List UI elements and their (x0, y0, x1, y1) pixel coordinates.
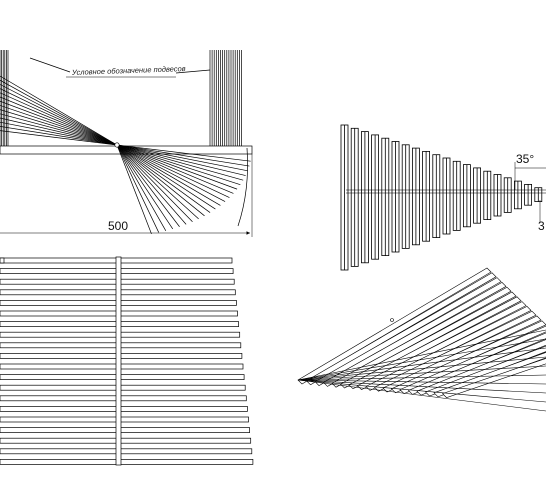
iso-fan-line (297, 356, 546, 381)
plan-bar (0, 448, 253, 455)
pivot-point (114, 142, 120, 148)
fan-blade-line (0, 92, 118, 146)
fan-right (116, 144, 251, 234)
plan-bars (0, 257, 254, 465)
plan-bar (0, 437, 252, 444)
fan-blade-line (116, 144, 193, 222)
iso-slat (356, 301, 527, 390)
fan-blade-line (0, 109, 118, 146)
fan-blade-line (116, 144, 187, 225)
plan-bar (0, 384, 246, 391)
fan-blade-line (0, 117, 118, 146)
iso-slat (331, 286, 512, 388)
fan-blade-line (0, 88, 118, 146)
fan-blade-line (116, 144, 238, 190)
leader-line-left (29, 57, 71, 73)
hanger-note-label: Условное обозначение подвесов (71, 64, 186, 77)
iso-fan-line (297, 379, 546, 394)
iso-slat (306, 272, 497, 386)
fan-blade-line (116, 144, 230, 198)
iso-fan-line (297, 374, 546, 381)
fan-blade-line (116, 144, 241, 186)
fan-blade-line (116, 144, 246, 176)
iso-pivot (390, 318, 394, 322)
plan-bar (0, 416, 249, 423)
fan-blade-line (0, 105, 118, 146)
fan-blade-line (116, 144, 167, 231)
fan-blade-line (116, 144, 251, 162)
fan-blade-line (116, 144, 226, 202)
iso-fan (297, 267, 546, 412)
fan-blade-line (116, 144, 199, 220)
fan-blade-line (116, 144, 152, 234)
fan-blade-line (116, 144, 174, 230)
iso-fan-line (297, 338, 546, 381)
fan-blade-line (0, 121, 118, 146)
iso-slat (314, 277, 502, 386)
iso-slat (424, 345, 546, 397)
plan-center-bar (115, 256, 122, 466)
iso-slat (441, 358, 546, 398)
fan-blade-line (116, 144, 250, 167)
fan-blade-line (0, 126, 118, 146)
iso-slat (348, 296, 522, 390)
fan-blade-line (0, 84, 118, 146)
iso-fan-line (297, 379, 546, 385)
hanger-right (209, 50, 242, 146)
fan-blade-line (116, 144, 248, 172)
fan-blade-line (0, 79, 118, 146)
fan-blade-line (0, 130, 118, 146)
fan-blade-line (116, 144, 221, 206)
iso-fan-line (297, 347, 546, 381)
iso-slat (433, 352, 546, 398)
fan-blade-line (116, 144, 216, 210)
side-bars (340, 124, 543, 271)
front-view (0, 50, 253, 237)
fan-blade-line (0, 113, 118, 146)
fan-blade-line (116, 144, 160, 233)
iso-fan-line (297, 379, 546, 403)
fan-blade-line (116, 144, 211, 213)
fan-blade-line (0, 96, 118, 146)
hanger-left (0, 50, 9, 146)
iso-slat (416, 339, 546, 396)
plan-bar (0, 427, 250, 433)
width-dimension-label: 500 (108, 219, 128, 233)
side-view (340, 124, 546, 271)
fan-blade-line (116, 144, 234, 194)
fan-blade-line (0, 100, 118, 146)
fan-left (0, 75, 118, 146)
iso-slat (323, 282, 507, 387)
plan-bar (0, 374, 245, 380)
leader-line-right (175, 69, 211, 74)
fan-outer-arc (237, 147, 248, 227)
fan-blade-line (116, 144, 180, 227)
iso-slat (297, 267, 492, 385)
plan-bar (0, 459, 254, 465)
plan-view (0, 256, 254, 466)
partial-dimension-label: 3 (538, 219, 545, 233)
isometric-view (297, 267, 546, 412)
iso-slat (340, 291, 517, 389)
plan-bar-end (0, 257, 5, 264)
fan-blade-line (0, 75, 118, 146)
plan-bar (0, 395, 247, 402)
angle-dimension-label: 35° (516, 152, 534, 166)
iso-slat (390, 320, 546, 394)
plan-bar (0, 363, 244, 370)
iso-fan-line (297, 379, 546, 412)
plan-bar (0, 406, 248, 412)
fan-blade-line (116, 144, 244, 181)
fan-blade-line (116, 144, 205, 217)
iso-fan-line (297, 365, 546, 381)
iso-fan-line (297, 329, 546, 381)
